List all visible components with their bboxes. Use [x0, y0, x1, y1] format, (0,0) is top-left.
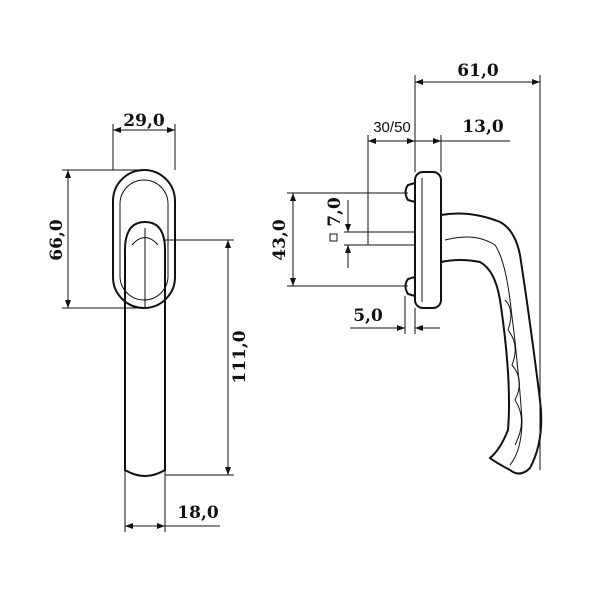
spindle-square-icon: [329, 233, 338, 242]
dim-rose-height: 66,0: [47, 219, 67, 261]
screw-top: [404, 182, 416, 203]
handle-lever: [124, 220, 166, 477]
front-view: 29,0 66,0 111,0 18,0: [47, 111, 250, 532]
dim-offset: 5,0: [353, 306, 383, 326]
dim-rose-depth: 13,0: [462, 117, 504, 137]
dim-width-top: 29,0: [123, 111, 165, 131]
rose-inner: [119, 179, 169, 301]
dim-handle-width: 18,0: [177, 503, 219, 523]
dim-total-depth: 61,0: [457, 61, 499, 81]
handle-profile: [440, 212, 543, 475]
dim-spindle-length: 30/50: [373, 119, 411, 136]
dim-spindle-square: 7,0: [325, 197, 345, 227]
rose-plate: [414, 171, 442, 309]
side-view: 61,0 30/50 13,0 7,0 43,0 5,0: [270, 61, 543, 475]
dim-screw-spacing: 43,0: [270, 219, 290, 261]
dim-handle-length: 111,0: [230, 330, 250, 383]
